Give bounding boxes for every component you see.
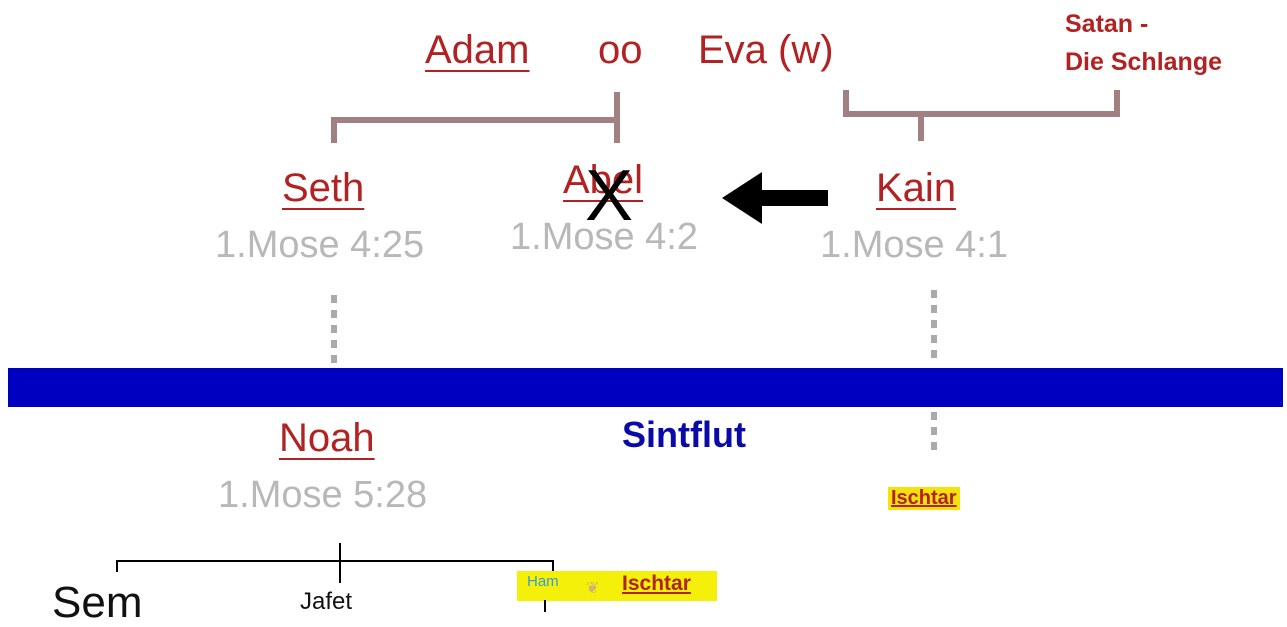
flood-label: Sintflut	[622, 414, 746, 455]
marriage-symbol: oo	[598, 28, 643, 72]
ham-highlight	[517, 571, 717, 601]
kain-name: Kain	[876, 166, 957, 210]
satan-line-2: Die Schlange	[1065, 47, 1222, 76]
satan-line-1: Satan -	[1065, 10, 1149, 38]
ischtar-kain-badge: Ischtar	[888, 487, 960, 510]
eva-satan-bracket	[843, 111, 1120, 117]
jafet-name: Jafet	[300, 588, 353, 615]
sons-tick-sem	[116, 560, 118, 572]
bracket-tick-kain	[918, 111, 924, 141]
flood-band	[8, 368, 1283, 407]
noah-reference: 1.Mose 5:28	[218, 474, 428, 516]
sons-bracket	[116, 560, 554, 562]
bracket-tick-abel	[614, 92, 620, 143]
arrow-left-icon	[722, 172, 828, 224]
abel-cross-mark: X	[585, 156, 634, 236]
seed-icon: ❦	[586, 580, 600, 597]
abel-reference: 1.Mose 4:2	[510, 216, 698, 258]
noah-name: Noah	[279, 416, 375, 460]
satan-label: Satan - Die Schlange	[1065, 6, 1222, 81]
seth-lineage-dots	[331, 295, 337, 365]
seth-name: Seth	[282, 166, 365, 210]
sem-name: Sem	[52, 578, 143, 627]
sons-tick-jafet	[339, 543, 341, 583]
adam-name: Adam	[425, 28, 530, 72]
abel-name: Abel	[563, 158, 644, 202]
sons-tick-ham	[552, 560, 554, 572]
kain-reference: 1.Mose 4:1	[820, 224, 1008, 266]
adam-eva-bracket	[331, 117, 620, 123]
bracket-tick-seth	[331, 117, 337, 143]
eva-name: Eva (w)	[698, 28, 834, 72]
bracket-tick-eva	[843, 90, 849, 117]
bracket-tick-satan	[1114, 90, 1120, 117]
kain-lineage-dots-lower	[931, 412, 937, 454]
seth-reference: 1.Mose 4:25	[215, 224, 425, 266]
kain-lineage-dots-upper	[931, 290, 937, 365]
ischtar-ham-label: Ischtar	[622, 572, 691, 595]
ham-descent-tick	[544, 600, 546, 612]
ham-name: Ham	[527, 573, 559, 590]
